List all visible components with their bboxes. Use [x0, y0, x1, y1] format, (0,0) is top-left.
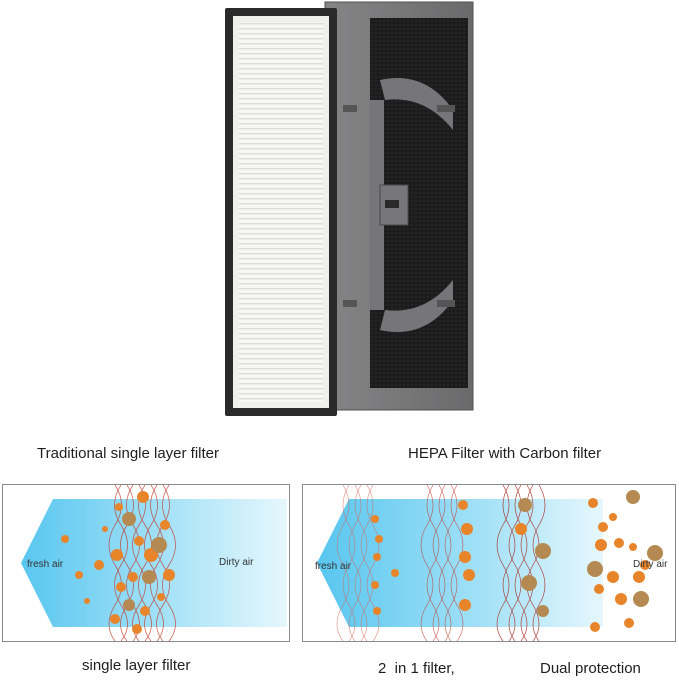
caption-traditional-filter: Traditional single layer filter — [37, 445, 220, 462]
caption-single-layer: single layer filter — [82, 657, 191, 674]
filter-fibers-layer-3 — [496, 485, 546, 641]
product-image — [215, 0, 475, 420]
diagram-single-layer: fresh air Dirty air — [2, 484, 290, 642]
hepa-carbon-filter-illustration — [225, 1, 474, 416]
caption-hepa-carbon: HEPA Filter with Carbon filter — [408, 445, 602, 462]
particles — [61, 491, 175, 634]
filter-fibers-layer-1 — [336, 485, 380, 641]
support-arch-bottom — [380, 280, 453, 332]
label-fresh-air: fresh air — [315, 561, 352, 572]
caption-2-in-1: 2 in 1 filter, — [378, 660, 455, 677]
label-dirty-air: Dirty air — [219, 557, 254, 568]
caption-dual-protection: Dual protection — [540, 660, 641, 677]
particles — [371, 490, 663, 632]
diagram-dual-layer: fresh air Dirty air — [302, 484, 676, 642]
label-fresh-air: fresh air — [27, 559, 64, 570]
filter-fibers-layer-2 — [420, 485, 464, 641]
air-stream — [21, 499, 287, 627]
label-dirty-air: Dirty air — [633, 559, 668, 570]
support-bar — [370, 100, 384, 310]
support-arch-top — [380, 78, 453, 130]
hepa-pleated-media — [239, 22, 323, 402]
